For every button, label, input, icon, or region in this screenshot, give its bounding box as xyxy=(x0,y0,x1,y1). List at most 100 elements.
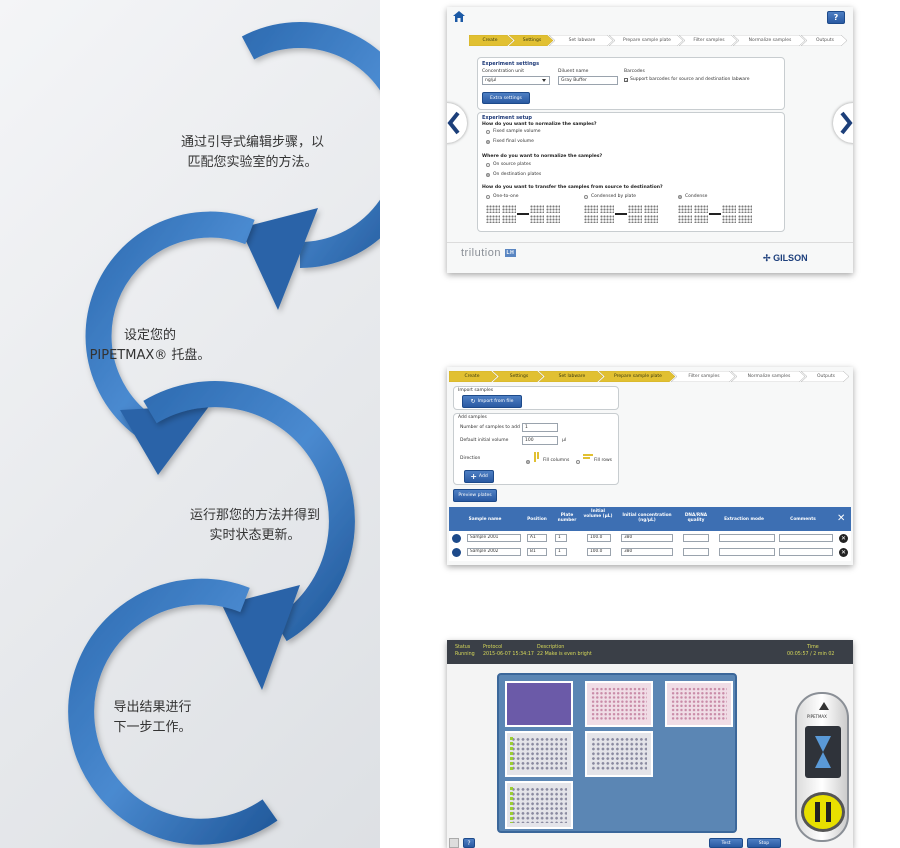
radio-fill-rows[interactable] xyxy=(576,460,580,464)
deck-slot-pink-2[interactable] xyxy=(665,681,733,727)
step-normalize-samples[interactable]: Normalize samples xyxy=(748,38,792,43)
extra-settings-button[interactable]: Extra settings xyxy=(482,92,530,104)
radio-condense[interactable] xyxy=(678,195,682,199)
initial-volume-input[interactable]: 100 xyxy=(522,436,558,445)
cell-comments[interactable] xyxy=(779,548,833,556)
help-button-bottom[interactable]: ? xyxy=(463,838,475,848)
screenshot-settings: ? Create Settings Set labware Prepare sa… xyxy=(447,7,853,273)
conc-unit-label: Concentration unit xyxy=(482,69,524,74)
cell-initial-concentration[interactable]: 380 xyxy=(621,534,673,542)
arrow-head-1 xyxy=(240,208,318,310)
step-set-labware[interactable]: Set labware xyxy=(558,374,586,379)
pause-icon xyxy=(815,802,831,822)
cell-initial-volume[interactable]: 100.0 xyxy=(587,534,611,542)
workflow-arrows xyxy=(68,22,380,845)
cell-initial-volume[interactable]: 100.0 xyxy=(587,548,611,556)
cell-comments[interactable] xyxy=(779,534,833,542)
step-normalize-samples[interactable]: Normalize samples xyxy=(747,374,791,379)
step-set-labware[interactable]: Set labware xyxy=(568,38,596,43)
cell-sample-name[interactable]: Sample 2001 xyxy=(467,534,521,542)
header-dna-rna-quality: DNA/RNA quality xyxy=(684,513,708,523)
deck-slot-plate-1[interactable] xyxy=(505,731,573,777)
run-header: Status Running Protocol 2015-06-07 15:34… xyxy=(447,640,853,664)
home-icon[interactable] xyxy=(453,11,465,22)
deck-slot-purple[interactable] xyxy=(505,681,573,727)
prev-arrow-icon[interactable] xyxy=(447,103,467,143)
cell-plate-number[interactable]: 1 xyxy=(555,534,567,542)
test-button[interactable]: Test xyxy=(709,838,743,848)
step-prepare-sample-plate[interactable]: Prepare sample plate xyxy=(623,38,671,43)
diluent-input[interactable]: Gray Buffer xyxy=(558,76,618,85)
barcodes-option-label: Support barcodes for source and destinat… xyxy=(630,77,750,82)
header-initial-concentration: Initial concentration (ng/µL) xyxy=(622,513,672,523)
import-from-file-button[interactable]: ↻ Import from file xyxy=(462,395,522,408)
experiment-setup-box: Experiment setup How do you want to norm… xyxy=(477,112,785,232)
preview-plates-button[interactable]: Preview plates xyxy=(453,489,497,502)
step-2-text: 设定您的 PIPETMAX® 托盘。 xyxy=(89,328,211,363)
radio-condensed-by-plate[interactable] xyxy=(584,195,588,199)
cell-extraction-mode[interactable] xyxy=(719,548,775,556)
plus-icon: + xyxy=(470,472,477,481)
radio-one-to-one[interactable] xyxy=(486,195,490,199)
radio-fill-columns[interactable] xyxy=(526,460,530,464)
radio-fixed-final-volume[interactable] xyxy=(486,140,490,144)
cell-quality[interactable] xyxy=(683,534,709,542)
step-prepare-sample-plate[interactable]: Prepare sample plate xyxy=(614,374,662,379)
pause-button[interactable] xyxy=(801,792,845,832)
next-arrow-icon[interactable] xyxy=(833,103,853,143)
num-samples-input[interactable]: 1 xyxy=(522,423,558,432)
table-header: Sample name Position Plate number Initia… xyxy=(449,507,851,531)
cell-sample-name[interactable]: Sample 2002 xyxy=(467,548,521,556)
cell-position[interactable]: B1 xyxy=(527,548,547,556)
description-label: Description xyxy=(537,645,565,650)
step-bar: Create Settings Set labware Prepare samp… xyxy=(469,35,849,46)
conc-unit-select[interactable]: ng/µl xyxy=(482,76,550,85)
stop-button[interactable]: Stop xyxy=(747,838,781,848)
row-delete-icon[interactable]: ✕ xyxy=(839,534,848,543)
cell-extraction-mode[interactable] xyxy=(719,534,775,542)
deck-slot-plate-2[interactable] xyxy=(585,731,653,777)
step-filter-samples[interactable]: Filter samples xyxy=(693,38,725,43)
radio-on-destination-plates[interactable] xyxy=(486,173,490,177)
arrow-arc-4 xyxy=(68,578,278,845)
chevron-down-icon xyxy=(542,79,546,82)
deck-slot-plate-3[interactable] xyxy=(505,781,573,829)
step-settings[interactable]: Settings xyxy=(509,374,529,379)
deck-slot-pink-1[interactable] xyxy=(585,681,653,727)
step-outputs[interactable]: Outputs xyxy=(817,374,835,379)
fixed-final-volume-label: Fixed final volume xyxy=(493,139,534,144)
trilution-logo-text: trilution xyxy=(461,247,501,259)
device-label: PIPETMAX xyxy=(807,714,827,719)
step-outputs[interactable]: Outputs xyxy=(816,38,834,43)
step-settings[interactable]: Settings xyxy=(522,38,542,43)
screenshot-prepare-plate: Create Settings Set labware Prepare samp… xyxy=(447,367,853,565)
cell-plate-number[interactable]: 1 xyxy=(555,548,567,556)
home-button[interactable] xyxy=(449,838,459,848)
normalize-where-question: Where do you want to normalize the sampl… xyxy=(482,154,603,159)
header-position: Position xyxy=(527,517,547,522)
clear-all-icon[interactable]: ✕ xyxy=(837,513,846,524)
cell-initial-concentration[interactable]: 380 xyxy=(621,548,673,556)
table-row: Sample 2001 A1 1 100.0 380 ✕ xyxy=(449,533,851,545)
row-edit-icon[interactable] xyxy=(452,548,461,557)
radio-fixed-sample-volume[interactable] xyxy=(486,130,490,134)
description-value: 22 Make is even bright xyxy=(537,652,592,657)
barcodes-checkbox[interactable]: ✓ xyxy=(624,78,629,83)
cell-quality[interactable] xyxy=(683,548,709,556)
gilson-logo-mark: ✢ xyxy=(763,253,771,263)
transfer-diagram-condense xyxy=(678,205,754,223)
help-button[interactable]: ? xyxy=(827,11,845,24)
step-create[interactable]: Create xyxy=(482,38,498,43)
on-source-plates-label: On source plates xyxy=(493,162,531,167)
step-filter-samples[interactable]: Filter samples xyxy=(688,374,720,379)
status-value: Running xyxy=(455,652,475,657)
row-delete-icon[interactable]: ✕ xyxy=(839,548,848,557)
experiment-setup-title: Experiment setup xyxy=(482,115,532,121)
add-button[interactable]: + Add xyxy=(464,470,494,483)
row-edit-icon[interactable] xyxy=(452,534,461,543)
step-create[interactable]: Create xyxy=(464,374,480,379)
radio-on-source-plates[interactable] xyxy=(486,163,490,167)
status-label: Status xyxy=(455,645,471,650)
cell-position[interactable]: A1 xyxy=(527,534,547,542)
